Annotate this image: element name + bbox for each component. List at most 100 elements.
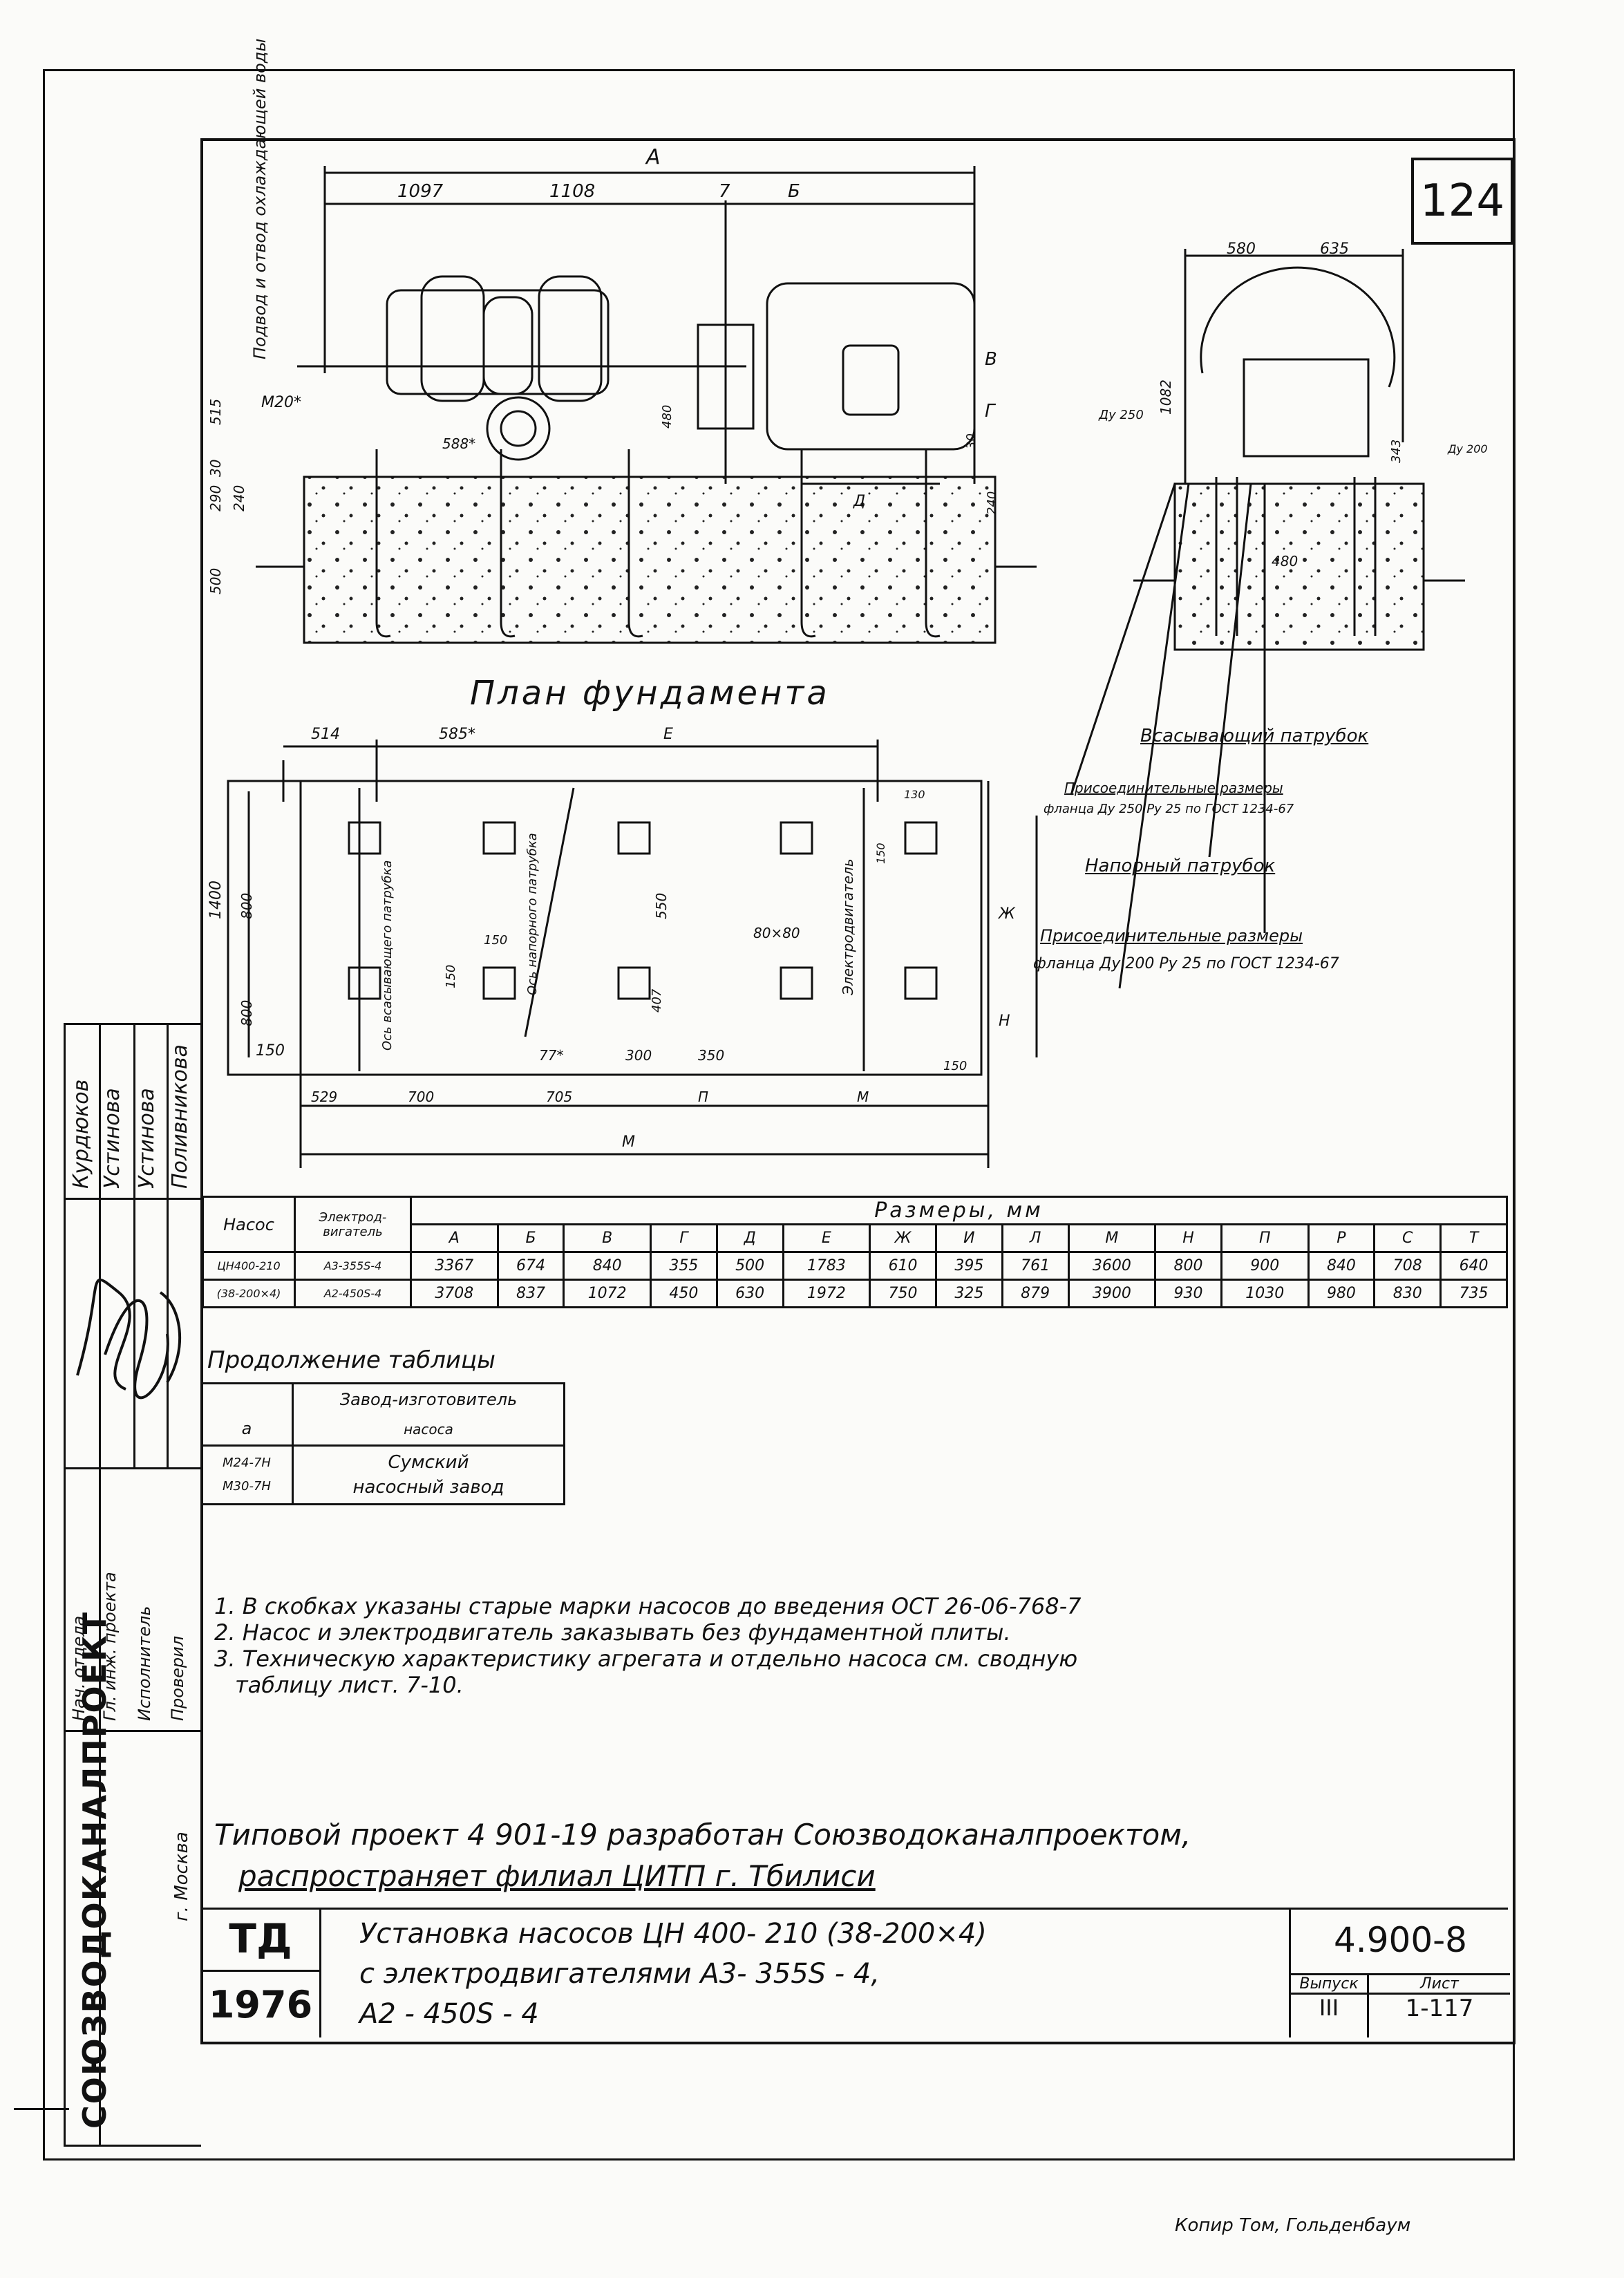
sheet-cell: Лист 1-117 bbox=[1369, 1975, 1510, 2037]
col-v: В bbox=[563, 1223, 652, 1253]
cell: 1030 bbox=[1220, 1279, 1310, 1308]
col-l: Л bbox=[1001, 1223, 1070, 1253]
dim-705: 705 bbox=[546, 1089, 573, 1105]
cell: 630 bbox=[715, 1279, 784, 1308]
dim-800a: 800 bbox=[238, 892, 255, 919]
dim-350: 350 bbox=[698, 1047, 725, 1064]
dim-585: 585* bbox=[439, 726, 475, 743]
dim-800b: 800 bbox=[238, 999, 255, 1026]
col-i: И bbox=[934, 1223, 1003, 1253]
dim-514: 514 bbox=[311, 726, 340, 743]
col-a-header: а bbox=[202, 1382, 294, 1447]
cell: 840 bbox=[563, 1251, 652, 1281]
dim-500: 500 bbox=[207, 567, 224, 594]
dim-v: В bbox=[985, 349, 997, 370]
cell: 750 bbox=[869, 1279, 937, 1308]
flange1-title: Присоединительные размеры bbox=[1064, 780, 1283, 796]
col-motor: Электрод-вигатель bbox=[294, 1196, 412, 1253]
dim-150d: 150 bbox=[874, 843, 887, 864]
dim-407: 407 bbox=[650, 988, 664, 1013]
dim-150c: 150 bbox=[444, 964, 458, 988]
row2-pump: (38-200×4) bbox=[202, 1279, 296, 1308]
cell: 1072 bbox=[563, 1279, 652, 1308]
cell: 800 bbox=[1154, 1251, 1222, 1281]
cell: 735 bbox=[1439, 1279, 1508, 1308]
dim-30b: 30 bbox=[964, 433, 979, 449]
dim-550: 550 bbox=[653, 892, 670, 919]
flange-dy200: Ду 200 bbox=[1448, 442, 1488, 455]
cell: 930 bbox=[1154, 1279, 1222, 1308]
name-1: Курдюков bbox=[69, 1079, 93, 1189]
signatures bbox=[76, 1278, 182, 1400]
m20-label: М20* bbox=[261, 394, 301, 411]
col-t: Т bbox=[1439, 1223, 1508, 1253]
td-year-box: ТД 1976 bbox=[202, 1908, 321, 2037]
code-box: 4.900-8 Выпуск III Лист 1-117 bbox=[1289, 1908, 1510, 2037]
dim-m-small: М bbox=[857, 1089, 869, 1105]
dim-150b: 150 bbox=[484, 933, 508, 948]
title-block bbox=[202, 1908, 1508, 2041]
dim-80x80: 80×80 bbox=[753, 925, 800, 941]
project-code: 4.900-8 bbox=[1291, 1908, 1510, 1975]
col-zh: Ж bbox=[869, 1223, 937, 1253]
axis-suction: Ось всасывающего патрубка bbox=[380, 860, 395, 1051]
dim-1108: 1108 bbox=[549, 181, 596, 202]
dim-580: 580 bbox=[1227, 241, 1256, 258]
cell: 3367 bbox=[410, 1251, 499, 1281]
cell: 3900 bbox=[1067, 1279, 1157, 1308]
cell: 395 bbox=[934, 1251, 1003, 1281]
axis-motor: Электродвигатель bbox=[840, 858, 856, 995]
suction-label: Всасывающий патрубок bbox=[1140, 726, 1369, 746]
side-stamp bbox=[64, 1023, 201, 2147]
col-g: Г bbox=[649, 1223, 718, 1253]
col-pump: Насос bbox=[202, 1196, 296, 1253]
col-a: А bbox=[410, 1223, 499, 1253]
desc-line-3: А2 - 450S - 4 bbox=[359, 1998, 539, 2030]
row1-pump: ЦН400-210 bbox=[202, 1251, 296, 1281]
axis-pressure: Ось напорного патрубка bbox=[525, 833, 540, 995]
dim-480-side: 480 bbox=[1272, 553, 1299, 570]
dim-480: 480 bbox=[660, 404, 674, 429]
cell: 640 bbox=[1439, 1251, 1508, 1281]
plant-header-2: насоса bbox=[292, 1414, 565, 1447]
cell: 708 bbox=[1373, 1251, 1442, 1281]
cell: 980 bbox=[1307, 1279, 1376, 1308]
note-1: 1. В скобках указаны старые марки насосо… bbox=[214, 1593, 1082, 1619]
role-4: Проверил bbox=[168, 1635, 187, 1721]
pressure-label: Напорный патрубок bbox=[1085, 856, 1276, 876]
dim-588: 588* bbox=[442, 435, 476, 452]
desc-line-1: Установка насосов ЦН 400- 210 (38-200×4) bbox=[359, 1918, 987, 1950]
dim-zh: Ж bbox=[999, 905, 1015, 923]
cell: 450 bbox=[649, 1279, 718, 1308]
dim-300: 300 bbox=[625, 1047, 652, 1064]
cell: 674 bbox=[496, 1251, 565, 1281]
dim-130: 130 bbox=[904, 788, 925, 801]
row2-motor: А2-450S-4 bbox=[294, 1279, 412, 1308]
dim-b: Б bbox=[788, 181, 800, 202]
cell: 1783 bbox=[782, 1251, 871, 1281]
org-name: СОЮЗВОДОКАНАЛПРОЕКТ bbox=[76, 1610, 113, 2129]
dim-343: 343 bbox=[1389, 439, 1404, 463]
developer-line-1: Типовой проект 4 901-19 разработан Союзв… bbox=[214, 1818, 1191, 1852]
td-label: ТД bbox=[202, 1908, 319, 1972]
col-e: Е bbox=[782, 1223, 871, 1253]
cell: 500 bbox=[715, 1251, 784, 1281]
dim-n: Н bbox=[999, 1013, 1010, 1030]
dim-240b: 240 bbox=[985, 491, 999, 515]
flange-dy250: Ду 250 bbox=[1099, 408, 1144, 422]
org-city: г. Москва bbox=[171, 1832, 192, 1921]
col-p: П bbox=[1220, 1223, 1310, 1253]
col-m: М bbox=[1067, 1223, 1157, 1253]
copier-note: Копир Том, Гольденбаум bbox=[1175, 2215, 1411, 2236]
role-3: Исполнитель bbox=[135, 1606, 154, 1721]
dim-p: П bbox=[698, 1089, 709, 1105]
dim-e: Е bbox=[663, 726, 673, 743]
dim-240: 240 bbox=[231, 484, 247, 511]
name-2: Устинова bbox=[100, 1088, 124, 1189]
dim-150e: 150 bbox=[943, 1059, 967, 1073]
